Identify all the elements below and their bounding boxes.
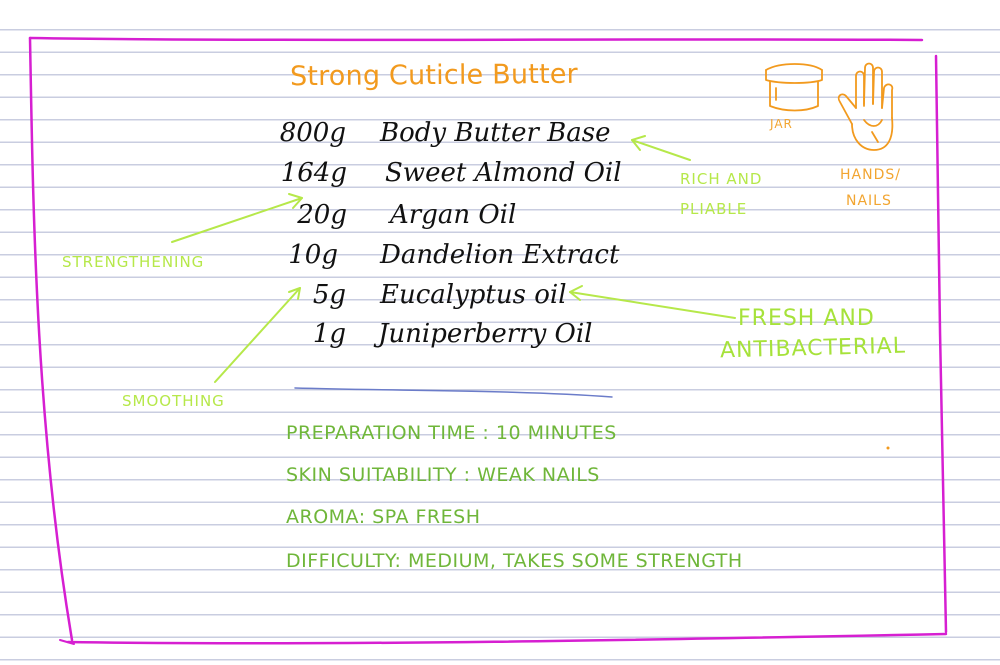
ingredient-amount: 10g [288, 240, 338, 270]
ingredient-name: Juniperberry Oil [378, 319, 593, 349]
ingredient-name: Body Butter Base [380, 118, 611, 148]
preparation-time: Preparation Time : 10 minutes [286, 422, 617, 444]
hands-label-line1: Hands/ [840, 167, 901, 183]
ingredient-amount: 800g [279, 118, 346, 148]
jar-icon [765, 63, 823, 112]
ingredient-amount: 20g [297, 200, 347, 230]
annotation-smoothing: Smoothing [122, 392, 225, 410]
ingredient-name: Argan Oil [390, 200, 517, 230]
jar-label: Jar [770, 117, 793, 131]
skin-suitability: Skin Suitability : Weak Nails [286, 464, 600, 486]
annotation-rich-line1: Rich and [680, 170, 763, 188]
annotation-rich-line2: Pliable [680, 200, 748, 218]
ingredient-name: Eucalyptus oil [380, 280, 567, 310]
ingredient-amount: 1g [312, 319, 346, 349]
hands-label-line2: Nails [846, 193, 892, 209]
aroma: Aroma: Spa Fresh [286, 506, 481, 528]
recipe-title: Strong Cuticle Butter [289, 58, 579, 93]
separator-line [294, 387, 613, 398]
annotation-fresh-line1: Fresh and [738, 306, 875, 331]
arrow-rich [631, 139, 691, 161]
ingredient-amount: 164g [280, 158, 347, 188]
difficulty: Difficulty: Medium, Takes some strength [286, 550, 743, 572]
ingredient-amount: 5g [312, 280, 346, 310]
arrow-fresh [569, 291, 736, 319]
ingredient-name: Dandelion Extract [380, 240, 620, 270]
ingredient-name: Sweet Almond Oil [385, 158, 622, 188]
annotation-strengthening: Strengthening [62, 253, 205, 271]
hand-icon [837, 62, 894, 151]
annotation-fresh-line2: Antibacterial [719, 333, 907, 364]
